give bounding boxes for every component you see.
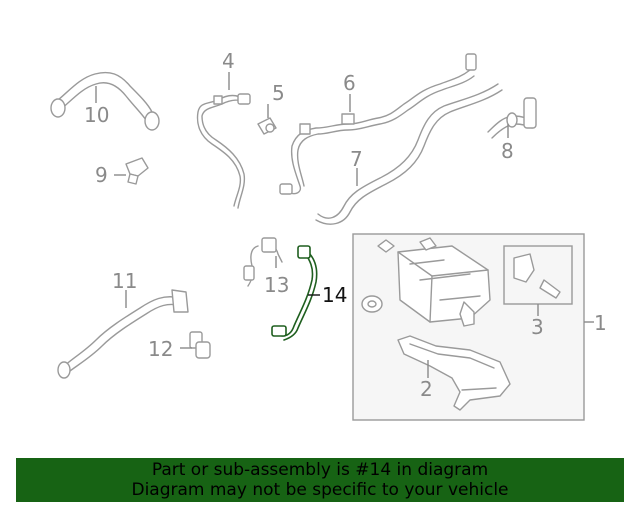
callout-6: 6 — [343, 71, 356, 95]
part-11-hose[interactable] — [57, 289, 189, 379]
callout-11: 11 — [112, 269, 137, 293]
part-6-purge-line[interactable] — [279, 53, 477, 195]
part-10-hose[interactable] — [50, 71, 160, 131]
callout-1: 1 — [594, 311, 607, 335]
callout-4: 4 — [222, 49, 235, 73]
part-4-vapor-line[interactable] — [196, 93, 251, 209]
callout-9: 9 — [95, 163, 108, 187]
part-14-highlighted[interactable] — [271, 245, 318, 341]
callout-12: 12 — [148, 337, 173, 361]
callout-8: 8 — [501, 139, 514, 163]
callout-14: 14 — [322, 283, 347, 307]
part-13-sensor[interactable] — [243, 237, 283, 287]
part-7-tube[interactable] — [315, 83, 503, 225]
banner-line-2: Diagram may not be specific to your vehi… — [131, 480, 509, 500]
callout-10: 10 — [84, 103, 109, 127]
callout-13: 13 — [264, 273, 289, 297]
diagram-notice-banner: Part or sub-assembly is #14 in diagram D… — [16, 458, 624, 502]
callout-5: 5 — [272, 81, 285, 105]
part-8-hose[interactable] — [487, 97, 537, 139]
part-5-connector[interactable] — [257, 117, 277, 135]
banner-line-1: Part or sub-assembly is #14 in diagram — [151, 460, 489, 480]
part-1-canister-assembly[interactable] — [352, 233, 585, 421]
part-9-sensor[interactable] — [125, 157, 149, 185]
part-12-valve[interactable] — [189, 331, 211, 359]
callout-3: 3 — [531, 315, 544, 339]
callout-7: 7 — [350, 147, 363, 171]
callout-2: 2 — [420, 377, 433, 401]
